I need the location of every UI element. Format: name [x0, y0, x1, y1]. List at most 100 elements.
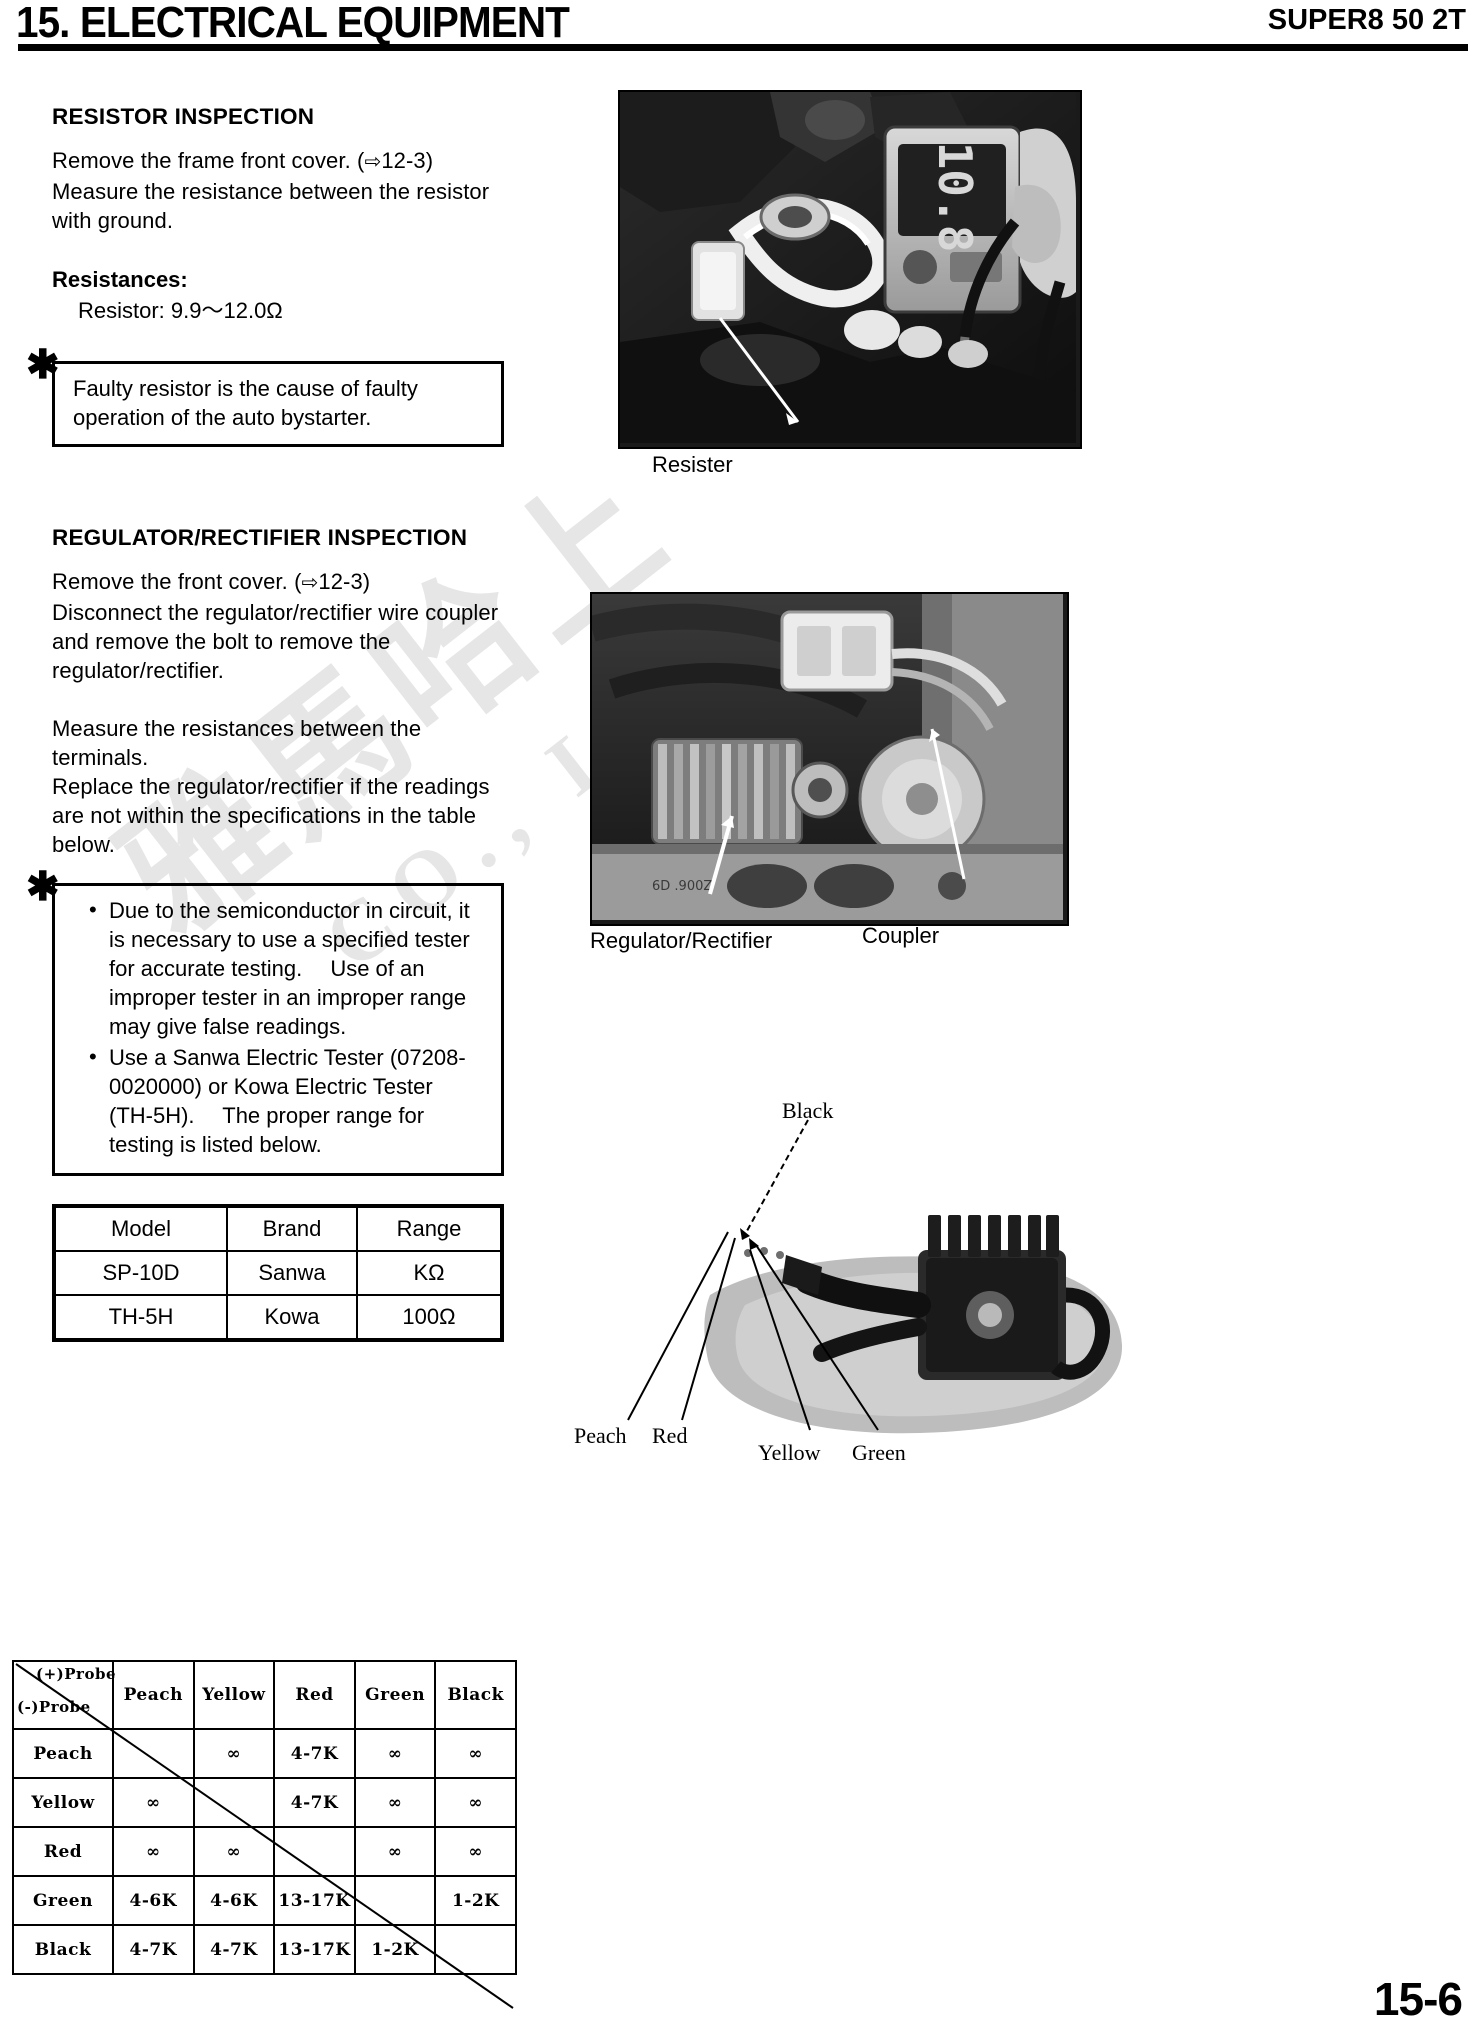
left-column: RESISTOR INSPECTION Remove the frame fro…	[26, 104, 552, 1342]
figure3-label-yellow: Yellow	[758, 1440, 821, 1465]
matrix-row-header-3: Green	[12, 1875, 114, 1926]
matrix-cell-1-3: ∞	[353, 1777, 437, 1828]
regulator-line-7: Replace the regulator/rectifier if the r…	[52, 774, 490, 799]
note-box-resistor: Faulty resistor is the cause of faulty o…	[52, 361, 504, 447]
matrix-col-header-4: Black	[434, 1660, 517, 1730]
meter-reading-text: 10.8	[928, 142, 982, 253]
figure-rectifier-photo	[690, 1155, 1130, 1455]
regulator-line-1: Remove the front cover. (	[52, 569, 302, 594]
header-rule	[18, 44, 1468, 51]
bullet2-line-1: Use a Sanwa Electric Tester (07208-	[109, 1045, 466, 1070]
matrix-corner-minus-probe: (-)Probe	[17, 1698, 91, 1716]
bullet2-line-4: testing is listed below.	[109, 1132, 322, 1157]
page-header: 15. ELECTRICAL EQUIPMENT SUPER8 50 2T	[0, 0, 1480, 52]
table-row: Peach ∞ 4-7K ∞ ∞	[12, 1728, 517, 1779]
matrix-cell-1-4: ∞	[434, 1777, 517, 1828]
matrix-cell-2-1: ∞	[192, 1826, 276, 1877]
tester-range-0: KΩ	[356, 1250, 504, 1296]
matrix-cell-3-0: 4-6K	[112, 1875, 195, 1926]
list-item: • Use a Sanwa Electric Tester (07208- 00…	[87, 1043, 489, 1159]
table-row: Green 4-6K 4-6K 13-17K 1-2K	[12, 1875, 517, 1926]
matrix-cell-2-3: ∞	[353, 1826, 437, 1877]
bullet1-line-5: may give false readings.	[109, 1014, 347, 1039]
right-arrow-icon: ⇨	[364, 151, 382, 173]
matrix-cell-1-2: 4-7K	[273, 1777, 356, 1828]
matrix-row-header-2: Red	[12, 1826, 114, 1877]
note-resistor-line-2: operation of the auto bystarter.	[73, 405, 372, 430]
regulator-line-2: Disconnect the regulator/rectifier wire …	[52, 600, 499, 625]
matrix-row-header-1: Yellow	[12, 1777, 114, 1828]
figure1-caption: Resister	[652, 452, 733, 477]
resistor-instructions: Remove the frame front cover. (⇨12-3) Me…	[52, 146, 552, 235]
regulator-line-4: regulator/rectifier.	[52, 658, 224, 683]
regulator-line-8: are not within the specifications in the…	[52, 803, 477, 828]
bullet1-line-3: for accurate testing. Use of an	[109, 956, 425, 981]
list-item: • Due to the semiconductor in circuit, i…	[87, 896, 489, 1041]
right-arrow-icon-2: ⇨	[301, 572, 319, 594]
matrix-cell-0-0	[112, 1728, 195, 1779]
figure-resistor-artwork: 10.8	[620, 92, 1076, 443]
regulator-instructions-b: Measure the resistances between the term…	[52, 714, 552, 859]
matrix-cell-4-2: 13-17K	[273, 1924, 356, 1975]
matrix-cell-4-1: 4-7K	[192, 1924, 276, 1975]
figure-rectifier-artwork	[690, 1155, 1130, 1455]
table-row: Yellow ∞ 4-7K ∞ ∞	[12, 1777, 517, 1828]
matrix-cell-3-2: 13-17K	[273, 1875, 356, 1926]
model-name: SUPER8 50 2T	[1267, 4, 1466, 36]
matrix-cell-4-4	[434, 1924, 517, 1975]
figure-regulator-artwork: 6D .900Z	[592, 594, 1063, 920]
matrix-cell-0-2: 4-7K	[273, 1728, 356, 1779]
matrix-row-header-0: Peach	[12, 1728, 114, 1779]
table-row: Black 4-7K 4-7K 13-17K 1-2K	[12, 1924, 517, 1975]
matrix-cell-0-3: ∞	[353, 1728, 437, 1779]
figure3-label-green: Green	[852, 1440, 906, 1465]
matrix-cell-0-1: ∞	[192, 1728, 276, 1779]
tester-model-1: TH-5H	[52, 1294, 228, 1342]
matrix-cell-2-4: ∞	[434, 1826, 517, 1877]
chapter-title: 15. ELECTRICAL EQUIPMENT	[16, 0, 570, 47]
figure3-label-red: Red	[652, 1423, 688, 1448]
resistor-spec-value: Resistor: 9.9～12.0Ω	[78, 298, 283, 323]
matrix-cell-3-1: 4-6K	[192, 1875, 276, 1926]
matrix-cell-2-2	[273, 1826, 356, 1877]
bullet-icon: •	[89, 897, 97, 922]
table-header-row: Model Brand Range	[52, 1204, 504, 1252]
matrix-col-header-2: Red	[273, 1660, 356, 1730]
page-number: 15-6	[1373, 1973, 1463, 2025]
tester-brand-1: Kowa	[226, 1294, 358, 1342]
matrix-row-header-4: Black	[12, 1924, 114, 1975]
resistor-ref-1: 12-3)	[381, 148, 434, 173]
tester-table: Model Brand Range SP-10D Sanwa KΩ TH-5H …	[52, 1204, 504, 1342]
resistances-label: Resistances:	[52, 267, 188, 292]
regulator-line-5: Measure the resistances between the	[52, 716, 422, 741]
tester-range-1: 100Ω	[356, 1294, 504, 1342]
asterisk-icon: ✱	[26, 342, 60, 387]
matrix-cell-1-0: ∞	[112, 1777, 195, 1828]
table-row: SP-10D Sanwa KΩ	[52, 1250, 504, 1296]
matrix-cell-4-0: 4-7K	[112, 1924, 195, 1975]
note-block-regulator: ✱ • Due to the semiconductor in circuit,…	[26, 867, 504, 1176]
resistance-matrix-wrap: (+)Probe (-)Probe Peach Yellow Red Green…	[12, 1660, 522, 2009]
figure-regulator-photo: 6D .900Z	[590, 592, 1069, 926]
resistor-line-1: Remove the frame front cover. (	[52, 148, 365, 173]
table-row: TH-5H Kowa 100Ω	[52, 1294, 504, 1342]
resistor-line-2: Measure the resistance between the resis…	[52, 179, 490, 204]
tester-table-header-range: Range	[356, 1204, 504, 1252]
resistance-matrix-table: (+)Probe (-)Probe Peach Yellow Red Green…	[12, 1660, 517, 1975]
matrix-header-row: (+)Probe (-)Probe Peach Yellow Red Green…	[12, 1660, 517, 1730]
regulator-inspection-heading: REGULATOR/RECTIFIER INSPECTION	[52, 525, 468, 550]
note-box-regulator: • Due to the semiconductor in circuit, i…	[52, 883, 504, 1176]
regulator-instructions-a: Remove the front cover. (⇨12-3) Disconne…	[52, 567, 552, 685]
matrix-cell-1-1	[192, 1777, 276, 1828]
bullet-icon-2: •	[89, 1044, 97, 1069]
matrix-cell-3-3	[353, 1875, 437, 1926]
regulator-ref-1: 12-3)	[318, 569, 371, 594]
bullet2-line-3: (TH-5H). The proper range for	[109, 1103, 425, 1128]
svg-text:6D .900Z: 6D .900Z	[652, 879, 712, 894]
matrix-cell-2-0: ∞	[112, 1826, 195, 1877]
tester-table-header-brand: Brand	[226, 1204, 358, 1252]
matrix-col-header-1: Yellow	[192, 1660, 276, 1730]
matrix-cell-4-3: 1-2K	[353, 1924, 437, 1975]
matrix-cell-3-4: 1-2K	[434, 1875, 517, 1926]
matrix-col-header-0: Peach	[112, 1660, 195, 1730]
